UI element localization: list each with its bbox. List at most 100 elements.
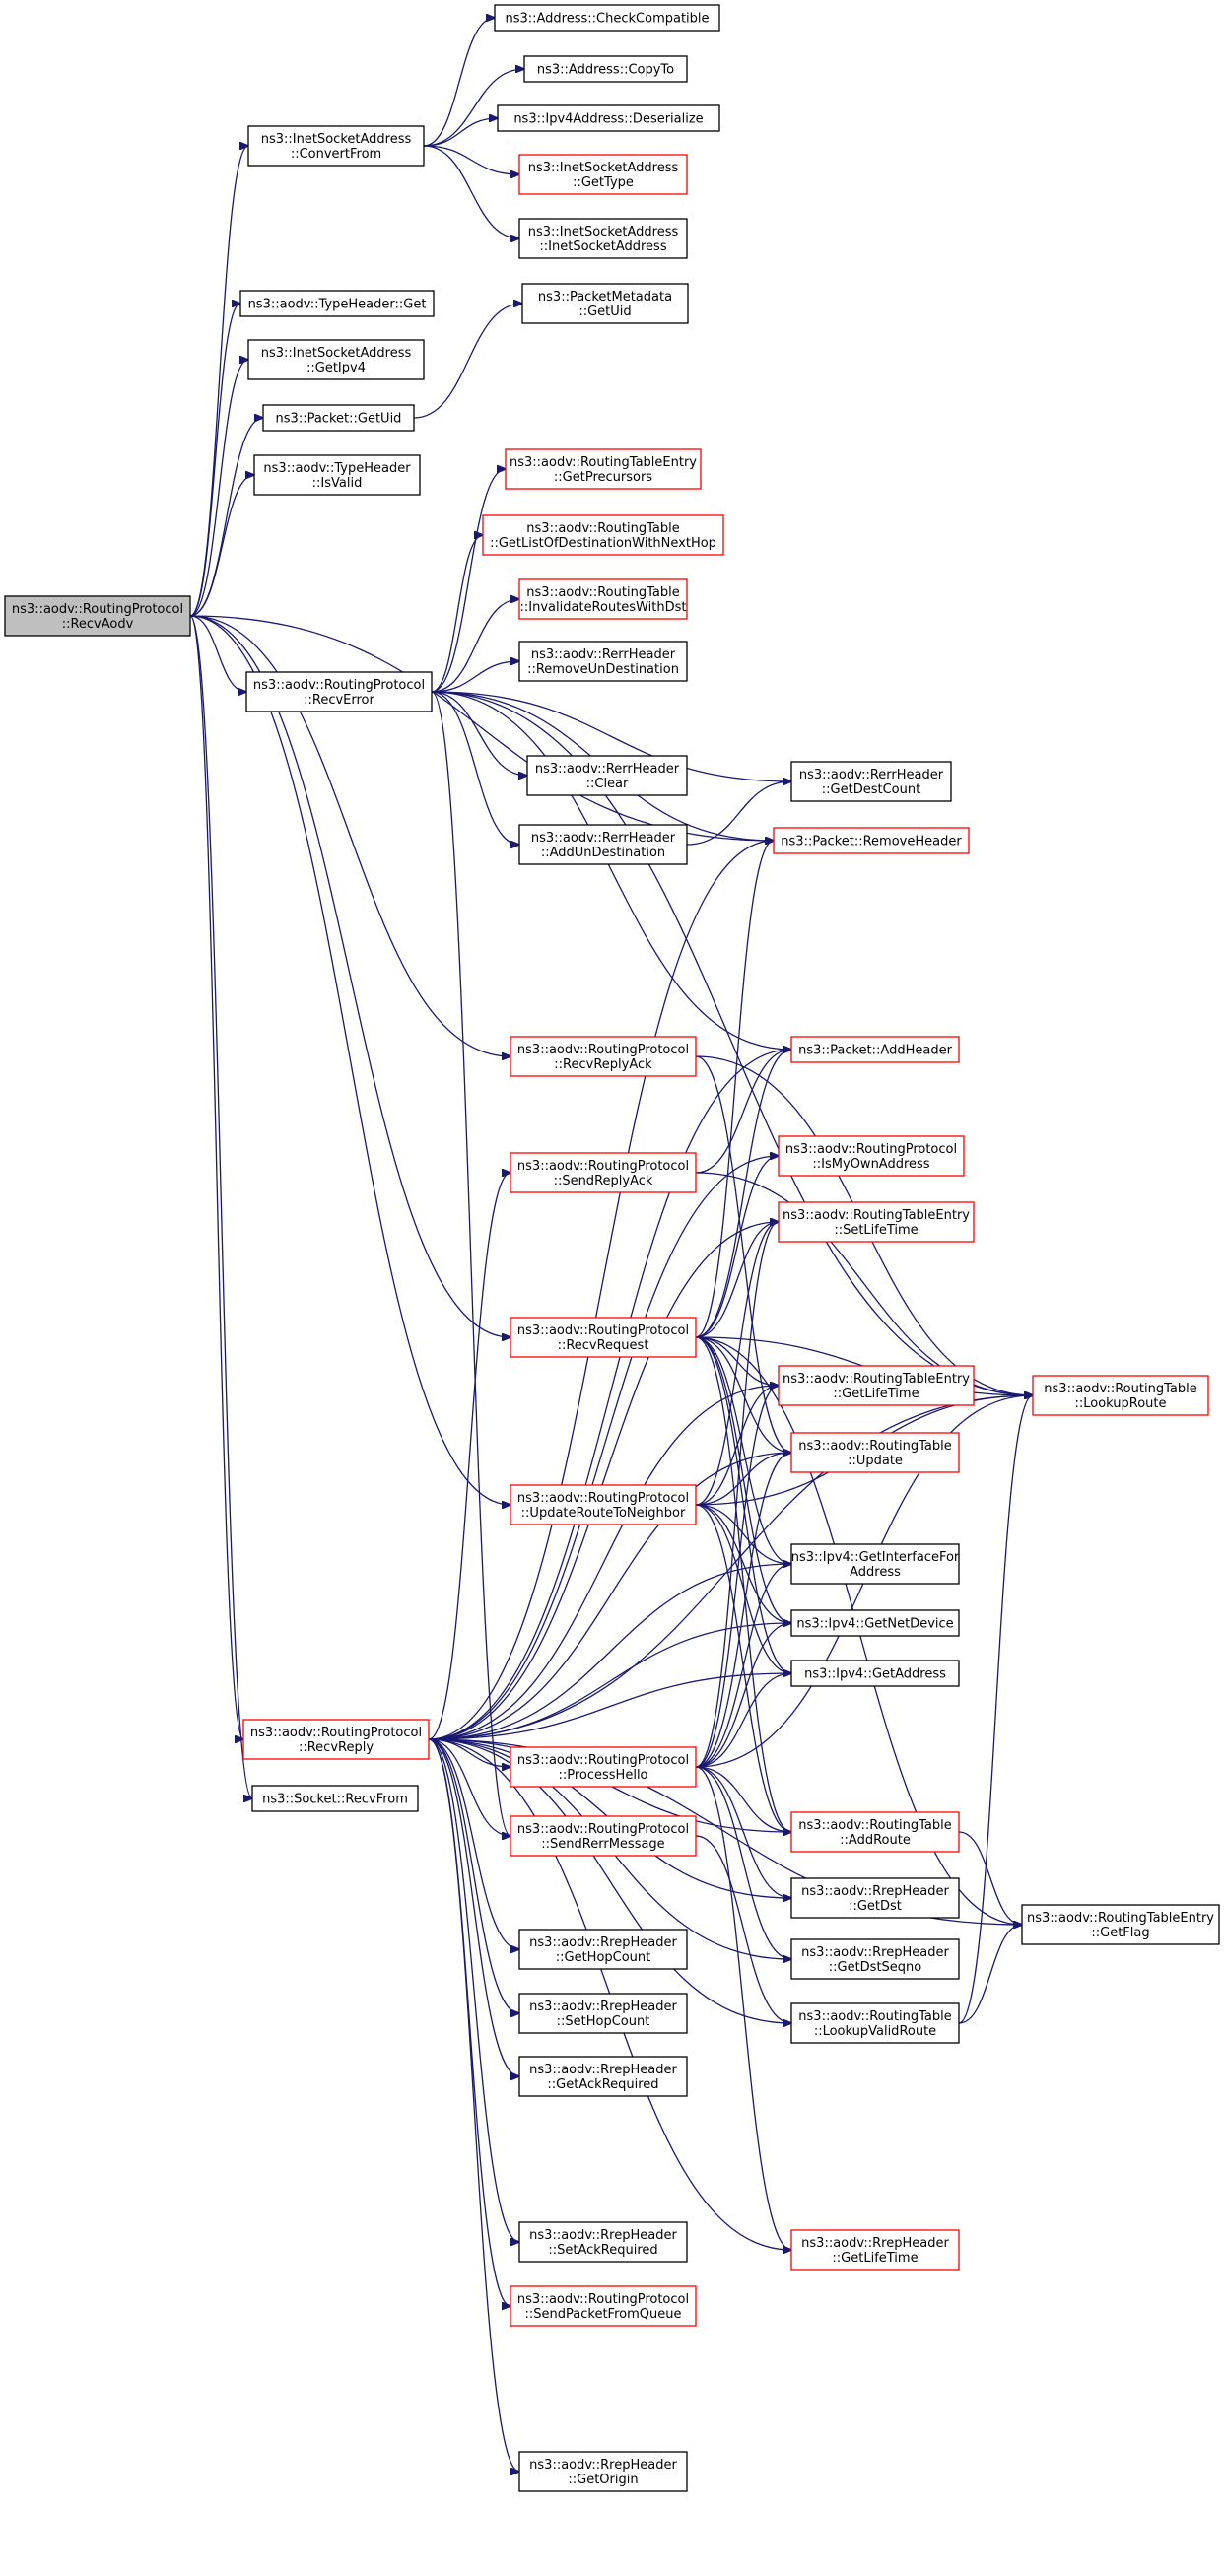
node-label-line: ns3::aodv::RoutingProtocol xyxy=(785,1142,957,1157)
node-rrep-get-origin[interactable]: ns3::aodv::RrepHeader::GetOrigin xyxy=(518,2451,688,2492)
node-ipv4-get-address[interactable]: ns3::Ipv4::GetAddress xyxy=(790,1660,960,1687)
edge-recv_reply-to-packet_remove_header xyxy=(428,841,774,1740)
node-rt-add-route[interactable]: ns3::aodv::RoutingTable::AddRoute xyxy=(790,1811,960,1853)
node-label-line: ::GetListOfDestinationWithNextHop xyxy=(490,536,716,551)
node-rt-update[interactable]: ns3::aodv::RoutingTable::Update xyxy=(790,1432,960,1473)
node-rrep-get-ack-required[interactable]: ns3::aodv::RrepHeader::GetAckRequired xyxy=(518,2056,688,2097)
edge-recv_reply-to-send_reply_ack xyxy=(428,1173,510,1740)
node-ipv4-get-net-device[interactable]: ns3::Ipv4::GetNetDevice xyxy=(790,1609,960,1637)
node-inet-get-ipv4[interactable]: ns3::InetSocketAddress::GetIpv4 xyxy=(247,339,425,380)
node-box xyxy=(505,448,702,490)
node-rt-invalidate[interactable]: ns3::aodv::RoutingTable::InvalidateRoute… xyxy=(518,578,688,620)
node-rte-get-precursors[interactable]: ns3::aodv::RoutingTableEntry::GetPrecurs… xyxy=(505,448,702,490)
node-packet-remove-header[interactable]: ns3::Packet::RemoveHeader xyxy=(773,827,970,854)
edge-convert_from-to-inet_get_type xyxy=(423,145,519,174)
node-rt-get-list-dest[interactable]: ns3::aodv::RoutingTable::GetListOfDestin… xyxy=(482,514,724,556)
node-rrep-get-dst[interactable]: ns3::aodv::RrepHeader::GetDst xyxy=(790,1877,960,1919)
node-rte-get-flag[interactable]: ns3::aodv::RoutingTableEntry::GetFlag xyxy=(1021,1904,1220,1945)
edges-layer xyxy=(189,18,1033,2472)
node-packet-add-header[interactable]: ns3::Packet::AddHeader xyxy=(790,1036,960,1063)
node-label-line: ns3::Ipv4::GetNetDevice xyxy=(796,1617,953,1632)
node-box xyxy=(510,1152,697,1193)
node-inet-get-type[interactable]: ns3::InetSocketAddress::GetType xyxy=(518,154,688,195)
node-label-line: ns3::Ipv4::GetInterfaceFor xyxy=(791,1550,960,1565)
node-label-line: ::InvalidateRoutesWithDst xyxy=(520,600,687,615)
node-recv-reply[interactable]: ns3::aodv::RoutingProtocol::RecvReply xyxy=(242,1719,430,1760)
node-box xyxy=(518,824,688,865)
node-box xyxy=(778,1135,965,1177)
node-type-header-isvalid[interactable]: ns3::aodv::TypeHeader::IsValid xyxy=(253,454,421,496)
node-packet-getuid[interactable]: ns3::Packet::GetUid xyxy=(262,404,415,432)
node-box xyxy=(790,1811,960,1853)
node-rerr-get-dest-count[interactable]: ns3::aodv::RerrHeader::GetDestCount xyxy=(790,761,952,802)
node-label-line: ::GetIpv4 xyxy=(306,361,366,375)
edge-rt_lookup_valid_route-to-rt_lookup_route xyxy=(958,1395,1033,2024)
node-rerr-clear[interactable]: ns3::aodv::RerrHeader::Clear xyxy=(526,755,688,796)
node-label-line: ns3::aodv::RoutingProtocol xyxy=(517,2292,689,2307)
node-check-compatible[interactable]: ns3::Address::CheckCompatible xyxy=(494,4,720,32)
edge-recv_error-to-rerr_remove_un xyxy=(431,661,519,693)
node-rt-lookup-valid-route[interactable]: ns3::aodv::RoutingTable::LookupValidRout… xyxy=(790,2002,960,2044)
node-rte-get-lifetime[interactable]: ns3::aodv::RoutingTableEntry::GetLifeTim… xyxy=(778,1365,975,1406)
node-rrep-set-hop-count[interactable]: ns3::aodv::RrepHeader::SetHopCount xyxy=(518,1993,688,2034)
edge-update_route_neighbor-to-rt_add_route xyxy=(695,1504,791,1832)
node-box xyxy=(262,404,415,432)
node-is-my-own-address[interactable]: ns3::aodv::RoutingProtocol::IsMyOwnAddre… xyxy=(778,1135,965,1177)
node-label-line: ::SendPacketFromQueue xyxy=(525,2307,682,2322)
node-recv-request[interactable]: ns3::aodv::RoutingProtocol::RecvRequest xyxy=(510,1317,697,1358)
node-ipv4-deserialize[interactable]: ns3::Ipv4Address::Deserialize xyxy=(497,104,720,132)
edge-recv_error-to-rerr_get_dest_count xyxy=(431,691,791,781)
edge-process_hello-to-rt_update xyxy=(695,1453,791,1768)
node-label-line: ns3::aodv::TypeHeader::Get xyxy=(248,298,427,312)
edge-update_route_neighbor-to-ipv4_get_net_device xyxy=(695,1504,791,1623)
node-label-line: ns3::aodv::RoutingProtocol xyxy=(12,602,183,617)
edge-recv_request-to-rt_update xyxy=(695,1336,791,1453)
node-rrep-set-ack-required[interactable]: ns3::aodv::RrepHeader::SetAckRequired xyxy=(518,2221,688,2263)
node-recv-reply-ack[interactable]: ns3::aodv::RoutingProtocol::RecvReplyAck xyxy=(510,1036,697,1077)
node-recv-aodv[interactable]: ns3::aodv::RoutingProtocol::RecvAodv xyxy=(4,595,191,637)
node-inet-ctor[interactable]: ns3::InetSocketAddress::InetSocketAddres… xyxy=(518,218,688,259)
node-send-reply-ack[interactable]: ns3::aodv::RoutingProtocol::SendReplyAck xyxy=(510,1152,697,1193)
node-rte-set-lifetime[interactable]: ns3::aodv::RoutingTableEntry::SetLifeTim… xyxy=(778,1201,975,1243)
edge-recv_aodv-to-convert_from xyxy=(189,146,248,617)
node-label-line: ns3::aodv::RrepHeader xyxy=(801,1945,949,1960)
node-box xyxy=(773,827,970,854)
node-rrep-get-dst-seqno[interactable]: ns3::aodv::RrepHeader::GetDstSeqno xyxy=(790,1938,960,1980)
node-convert-from[interactable]: ns3::InetSocketAddress::ConvertFrom xyxy=(247,125,425,167)
edge-recv_reply-to-is_my_own_address xyxy=(428,1156,779,1740)
node-label-line: ns3::PacketMetadata xyxy=(538,290,672,305)
node-copy-to[interactable]: ns3::Address::CopyTo xyxy=(523,55,688,83)
edge-process_hello-to-ipv4_get_interface xyxy=(695,1564,791,1768)
node-label-line: ns3::aodv::RoutingProtocol xyxy=(517,1043,689,1057)
node-socket-recv-from[interactable]: ns3::Socket::RecvFrom xyxy=(251,1785,419,1812)
node-rt-lookup-route[interactable]: ns3::aodv::RoutingTable::LookupRoute xyxy=(1032,1375,1209,1416)
node-box xyxy=(790,1877,960,1919)
node-update-route-neighbor[interactable]: ns3::aodv::RoutingProtocol::UpdateRouteT… xyxy=(510,1484,697,1525)
node-box xyxy=(253,454,421,496)
node-rerr-remove-un[interactable]: ns3::aodv::RerrHeader::RemoveUnDestinati… xyxy=(518,641,688,682)
node-label-line: ns3::aodv::RoutingTableEntry xyxy=(510,455,697,470)
node-box xyxy=(518,1993,688,2034)
edge-recv_reply-to-send_rerr_message xyxy=(428,1738,510,1836)
edge-recv_aodv-to-socket_recv_from xyxy=(189,615,252,1798)
edge-recv_error-to-rt_lookup_route xyxy=(431,691,1033,1395)
node-box xyxy=(239,290,435,317)
node-rrep-get-hop-count[interactable]: ns3::aodv::RrepHeader::GetHopCount xyxy=(518,1929,688,1970)
node-packet-metadata-getuid[interactable]: ns3::PacketMetadata::GetUid xyxy=(521,283,689,324)
node-send-rerr-message[interactable]: ns3::aodv::RoutingProtocol::SendRerrMess… xyxy=(510,1815,697,1857)
node-send-packet-from-queue[interactable]: ns3::aodv::RoutingProtocol::SendPacketFr… xyxy=(510,2285,697,2327)
node-recv-error[interactable]: ns3::aodv::RoutingProtocol::RecvError xyxy=(245,671,433,712)
edge-convert_from-to-ipv4_deserialize xyxy=(423,118,498,147)
node-box xyxy=(4,595,191,637)
node-rrep-get-lifetime[interactable]: ns3::aodv::RrepHeader::GetLifeTime xyxy=(790,2229,960,2271)
node-label-line: ns3::InetSocketAddress xyxy=(261,346,412,361)
node-label-line: ns3::Address::CopyTo xyxy=(537,63,674,78)
node-label-line: ns3::aodv::RoutingTableEntry xyxy=(1027,1911,1214,1926)
node-rerr-add-un[interactable]: ns3::aodv::RerrHeader::AddUnDestination xyxy=(518,824,688,865)
node-label-line: ns3::Ipv4::GetAddress xyxy=(804,1667,946,1682)
node-process-hello[interactable]: ns3::aodv::RoutingProtocol::ProcessHello xyxy=(510,1746,697,1788)
node-type-header-get[interactable]: ns3::aodv::TypeHeader::Get xyxy=(239,290,435,317)
edge-recv_reply-to-rte_get_lifetime xyxy=(428,1386,779,1740)
edge-process_hello-to-rte_get_lifetime xyxy=(695,1386,779,1768)
